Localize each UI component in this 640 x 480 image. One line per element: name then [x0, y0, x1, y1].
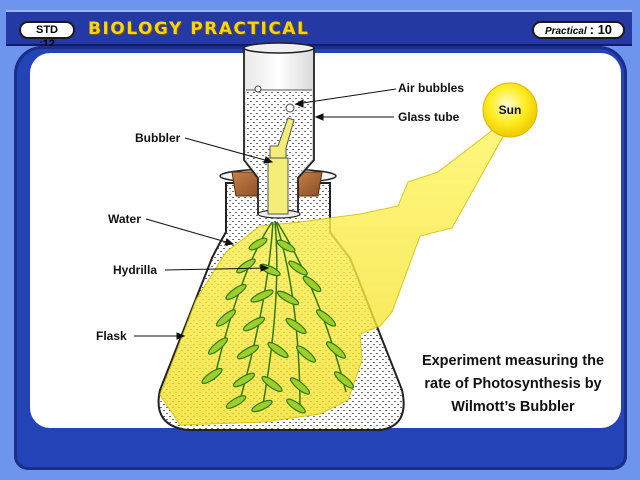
header-bar: STD :12 BIOLOGY PRACTICAL Practical: 10	[6, 10, 632, 50]
caption-line: Experiment measuring the	[421, 353, 605, 369]
diagram-caption: Experiment measuring the rate of Photosy…	[404, 350, 622, 419]
practical-number: : 10	[589, 22, 613, 37]
practical-label: Practical	[544, 26, 587, 37]
sun-icon	[482, 82, 538, 138]
cork-stopper	[231, 171, 323, 197]
caption-line: Wilmott’s Bubbler	[451, 399, 575, 415]
hydrilla-plant	[201, 221, 355, 414]
caption-line: rate of Photosynthesis by	[424, 376, 602, 392]
label-air-bubbles: Air bubbles	[398, 81, 464, 95]
label-flask: Flask	[96, 329, 127, 343]
page-title: BIOLOGY PRACTICAL	[88, 19, 310, 39]
label-bubbler: Bubbler	[135, 131, 181, 145]
label-hydrilla: Hydrilla	[113, 263, 157, 277]
bubbler	[267, 103, 295, 215]
label-sun: Sun	[499, 103, 522, 117]
leader-lines	[134, 88, 397, 340]
label-water: Water	[108, 212, 141, 226]
label-glass-tube: Glass tube	[398, 110, 460, 124]
practical-badge: Practical: 10	[532, 21, 625, 39]
